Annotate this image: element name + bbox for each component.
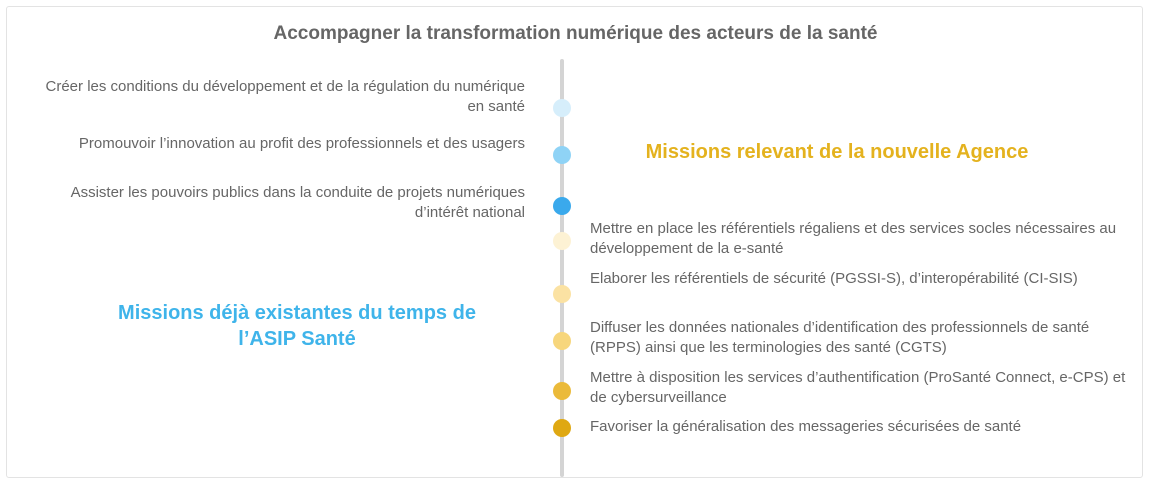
right-item-5-text: Favoriser la généralisation des messager… — [590, 418, 1022, 435]
diagram-title: Accompagner la transformation numérique … — [273, 23, 878, 44]
left-item-2-dot — [553, 146, 571, 164]
heading-new-agency: Missions relevant de la nouvelle Agence — [645, 141, 1029, 163]
right-item-2-dot — [553, 285, 571, 303]
left-item-3-dot — [553, 197, 571, 215]
right-item-2-text: Elaborer les référentiels de sécurité (P… — [590, 270, 1078, 287]
left-item-2-text: Promouvoir l’innovation au profit des pr… — [78, 135, 525, 152]
right-item-3-dot — [553, 332, 571, 350]
heading-existing-missions: Missions déjà existantes du temps de l’A… — [118, 302, 476, 350]
right-item-3-text: Diffuser les données nationales d’identi… — [590, 319, 1090, 356]
timeline-axis — [560, 59, 564, 477]
left-item-1-dot — [553, 99, 571, 117]
right-item-1-text: Mettre en place les référentiels régalie… — [590, 220, 1117, 257]
right-item-1-dot — [553, 232, 571, 250]
right-item-5-dot — [553, 419, 571, 437]
right-item-4-dot — [553, 382, 571, 400]
right-item-4-text: Mettre à disposition les services d’auth… — [590, 369, 1126, 406]
left-item-1-text: Créer les conditions du développement et… — [45, 78, 525, 115]
diagram-frame: Accompagner la transformation numérique … — [6, 6, 1143, 478]
left-item-3-text: Assister les pouvoirs publics dans la co… — [70, 184, 525, 221]
